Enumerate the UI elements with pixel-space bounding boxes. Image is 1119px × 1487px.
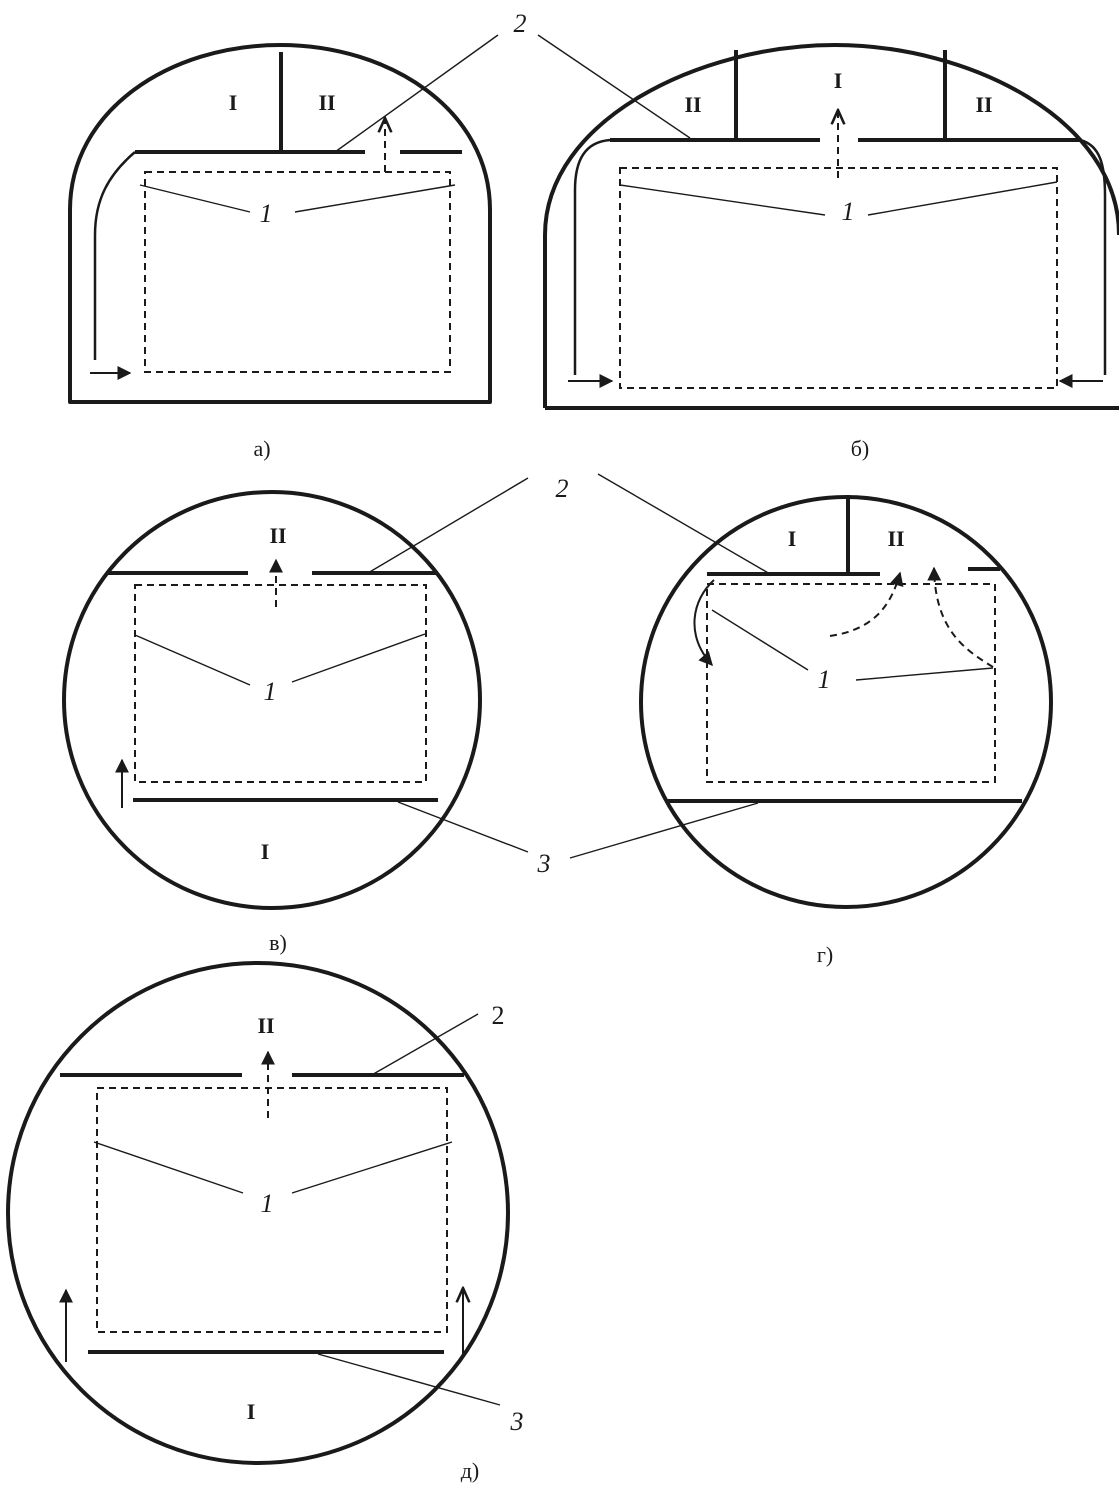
panel-d-label-3: 3 xyxy=(510,1407,524,1436)
panel-b-leader-1-right xyxy=(867,181,1058,216)
panel-g-zone-label: II xyxy=(887,526,904,551)
panel-g-leader-3 xyxy=(569,802,759,859)
panel-a-label-1: 1 xyxy=(260,199,273,228)
panel-v-zone-label: I xyxy=(261,839,270,864)
panel-d-label-2: 2 xyxy=(492,1001,505,1030)
panel-v-working-zone xyxy=(134,584,427,783)
panel-v-leader-1-left xyxy=(134,634,251,686)
panel-b-leader-2 xyxy=(537,34,691,139)
panel-d-leader-1-right xyxy=(291,1141,453,1194)
panel-g-leader-1-right xyxy=(855,667,994,681)
panel-a-working-zone xyxy=(144,171,451,373)
panel-a-duct xyxy=(93,151,136,360)
panel-v-leader-3 xyxy=(397,801,529,853)
label-2-middle: 2 xyxy=(556,474,569,503)
panel-b-zone-label: I xyxy=(834,68,843,93)
panel-g-caption: г) xyxy=(817,942,833,967)
panel-a-caption: а) xyxy=(253,436,270,461)
panel-d-working-zone xyxy=(96,1087,448,1333)
panel-a-zone-label: I xyxy=(229,90,238,115)
panel-g-label-1: 1 xyxy=(818,665,831,694)
panel-b-zone-label: II xyxy=(684,92,701,117)
panel-d-outline xyxy=(6,961,510,1465)
panel-b-label-1: 1 xyxy=(842,197,855,226)
panel-b-duct-left xyxy=(573,138,611,375)
panel-b-zone-label: II xyxy=(975,92,992,117)
panel-g-outflow-arrow-1 xyxy=(829,571,904,637)
panel-d-zone-label: II xyxy=(257,1013,274,1038)
panel-g-inflow-arrow xyxy=(693,579,715,667)
panel-b-working-zone xyxy=(619,167,1058,389)
panel-a-leader-1-right xyxy=(294,184,456,213)
panel-g-outflow-arrow-2 xyxy=(927,566,994,668)
label-2-top: 2 xyxy=(514,9,527,38)
panel-g: I II 1 г) xyxy=(569,473,1053,967)
panel-d-label-1: 1 xyxy=(261,1189,274,1218)
panel-a-outline xyxy=(68,43,492,404)
panel-b-duct-right xyxy=(1079,138,1107,375)
panel-g-leader-1-left xyxy=(711,609,809,671)
panel-v-zone-label: II xyxy=(269,523,286,548)
panel-g-zone-label: I xyxy=(788,526,797,551)
panel-v-leader-2 xyxy=(367,477,529,574)
panel-v-outline xyxy=(62,490,482,910)
panel-b-outline xyxy=(543,43,1119,408)
panel-v-leader-1-right xyxy=(291,633,426,683)
panel-v-label-1: 1 xyxy=(264,677,277,706)
panel-b-leader-1-left xyxy=(619,184,826,216)
panel-a-zone-label: II xyxy=(318,90,335,115)
panel-g-working-zone xyxy=(706,583,996,783)
panel-a-leader-2 xyxy=(334,34,499,153)
panel-v: II I 1 в) xyxy=(62,477,529,955)
label-3-middle: 3 xyxy=(537,849,551,878)
panel-d-leader-2 xyxy=(369,1013,479,1077)
panel-d-caption: д) xyxy=(461,1458,480,1483)
panel-d: II I 1 2 3 д) xyxy=(6,961,524,1483)
panel-a-leader-1-left xyxy=(139,184,251,213)
panel-d-leader-1-left xyxy=(93,1141,244,1194)
panel-b-caption: б) xyxy=(851,436,870,461)
panel-b: II I II 1 б) xyxy=(537,34,1119,461)
panel-g-leader-2 xyxy=(597,473,771,575)
panel-v-caption: в) xyxy=(269,930,287,955)
panel-d-leader-3 xyxy=(317,1353,501,1406)
panel-d-zone-label: I xyxy=(247,1399,256,1424)
panel-a: I II 1 а) xyxy=(68,34,499,461)
